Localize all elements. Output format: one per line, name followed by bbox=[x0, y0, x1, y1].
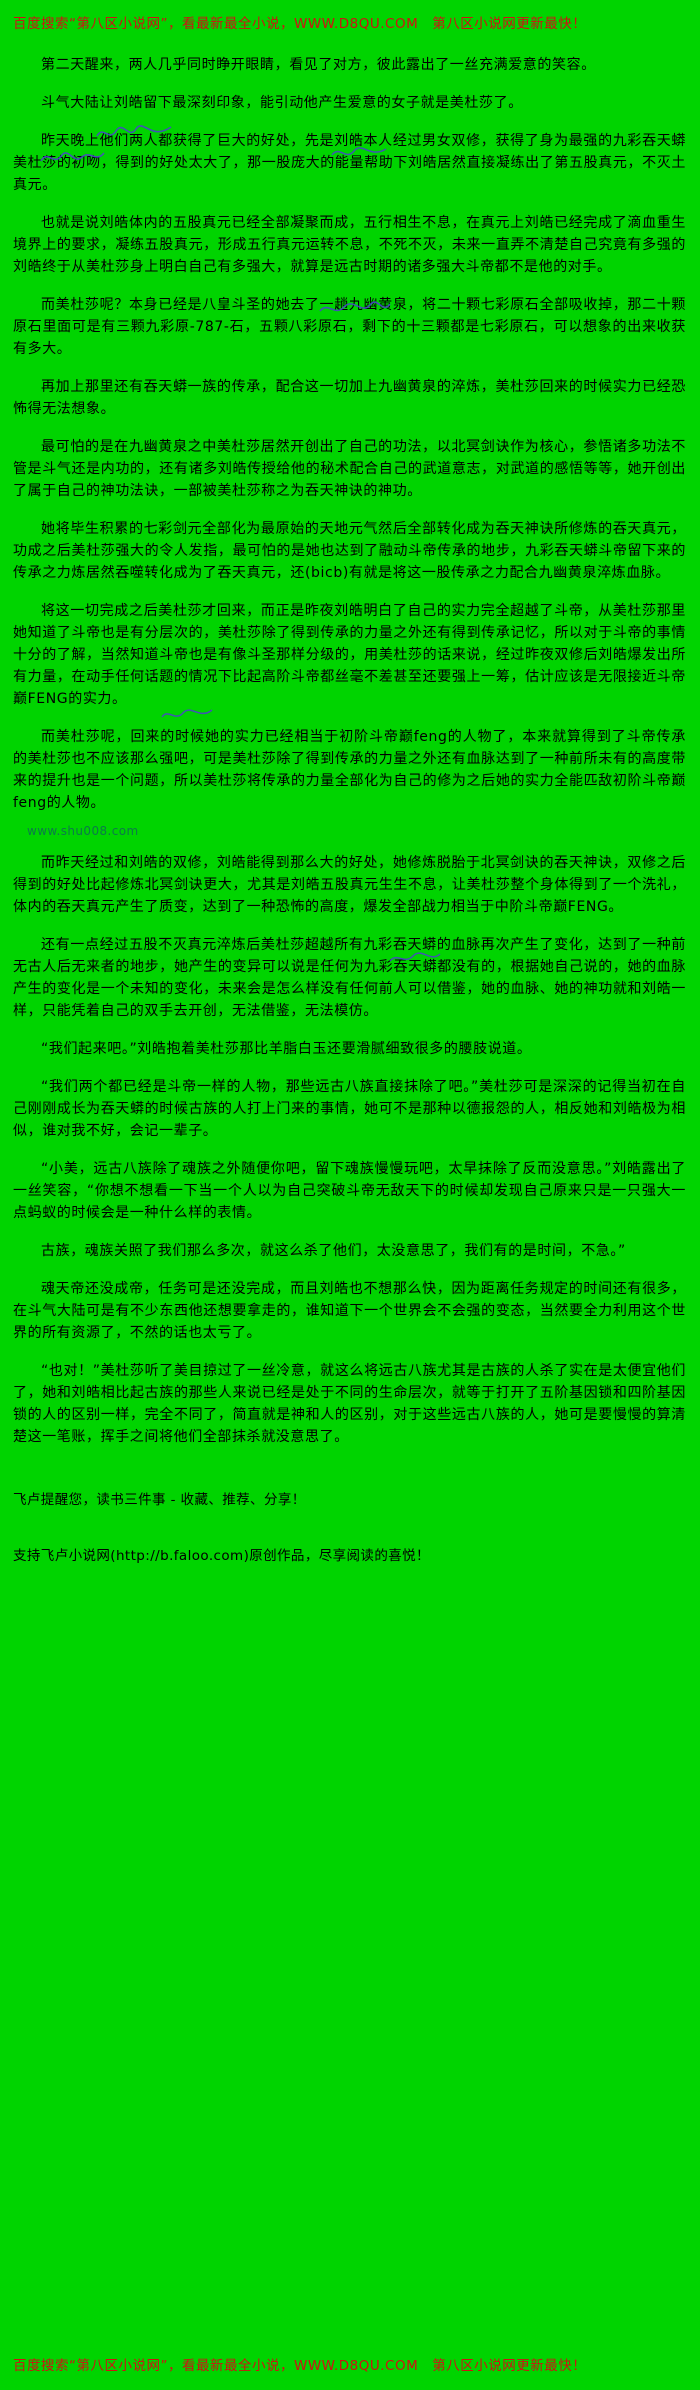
reader-reminder-note: 飞卢提醒您，读书三件事 - 收藏、推荐、分享！ bbox=[13, 1492, 306, 1508]
novel-paragraph: “我们起来吧。”刘皓抱着美杜莎那比羊脂白玉还要滑腻细致很多的腰肢说道。 bbox=[41, 1041, 532, 1057]
novel-paragraph: 再加上那里还有吞天蟒一族的传承，配合这一切加上九幽黄泉的淬炼，美杜莎回来的时候实… bbox=[13, 379, 686, 417]
bottom-promo-banner: 百度搜索“第八区小说网”，看最新最全小说，WWW.D8QU.COM 第八区小说网… bbox=[13, 2358, 587, 2374]
top-promo-banner: 百度搜索“第八区小说网”，看最新最全小说，WWW.D8QU.COM 第八区小说网… bbox=[13, 16, 587, 32]
novel-paragraph: 古族，魂族关照了我们那么多次，就这么杀了他们，太没意思了，我们有的是时间，不急。… bbox=[41, 1243, 626, 1259]
novel-paragraph: 而美杜莎呢，回来的时候她的实力已经相当于初阶斗帝巅feng的人物了，本来就算得到… bbox=[13, 729, 686, 811]
novel-paragraph: 第二天醒来，两人几乎同时睁开眼睛，看见了对方，彼此露出了一丝充满爱意的笑容。 bbox=[41, 57, 596, 73]
novel-paragraph: 而美杜莎呢？本身已经是八皇斗圣的她去了一趟九幽黄泉，将二十颗七彩原石全部吸收掉，… bbox=[13, 297, 686, 357]
novel-paragraph: 魂天帝还没成帝，任务可是还没完成，而且刘皓也不想那么快，因为距离任务规定的时间还… bbox=[13, 1281, 686, 1341]
novel-paragraph: 将这一切完成之后美杜莎才回来，而正是昨夜刘皓明白了自己的实力完全超越了斗帝，从美… bbox=[13, 603, 686, 707]
novel-paragraph: “也对！”美杜莎听了美目掠过了一丝冷意，就这么将远古八族尤其是古族的人杀了实在是… bbox=[13, 1363, 686, 1445]
novel-paragraph: 最可怕的是在九幽黄泉之中美杜莎居然开创出了自己的功法，以北冥剑诀作为核心，参悟诸… bbox=[13, 439, 686, 499]
novel-paragraph: 斗气大陆让刘皓留下最深刻印象，能引动他产生爱意的女子就是美杜莎了。 bbox=[41, 95, 523, 111]
novel-paragraph: “小美，远古八族除了魂族之外随便你吧，留下魂族慢慢玩吧，太早抹除了反而没意思。”… bbox=[13, 1161, 686, 1221]
novel-paragraph: 昨天晚上他们两人都获得了巨大的好处，先是刘皓本人经过男女双修，获得了身为最强的九… bbox=[13, 133, 686, 193]
novel-paragraph: 她将毕生积累的七彩剑元全部化为最原始的天地元气然后全部转化成为吞天神诀所修炼的吞… bbox=[13, 521, 686, 581]
site-support-note: 支持飞卢小说网(http://b.faloo.com)原创作品，尽享阅读的喜悦！ bbox=[13, 1548, 430, 1564]
novel-paragraph: “我们两个都已经是斗帝一样的人物，那些远古八族直接抹除了吧。”美杜莎可是深深的记… bbox=[13, 1079, 686, 1139]
flex-spacer bbox=[13, 1566, 686, 2356]
novel-paragraph: 也就是说刘皓体内的五股真元已经全部凝聚而成，五行相生不息，在真元上刘皓已经完成了… bbox=[13, 215, 686, 275]
site-watermark: www.shu008.com bbox=[27, 824, 139, 838]
novel-paragraph: 还有一点经过五股不灭真元淬炼后美杜莎超越所有九彩吞天蟒的血脉再次产生了变化，达到… bbox=[13, 937, 686, 1019]
novel-paragraph: 而昨天经过和刘皓的双修，刘皓能得到那么大的好处，她修炼脱胎于北冥剑诀的吞天神诀，… bbox=[13, 855, 686, 915]
